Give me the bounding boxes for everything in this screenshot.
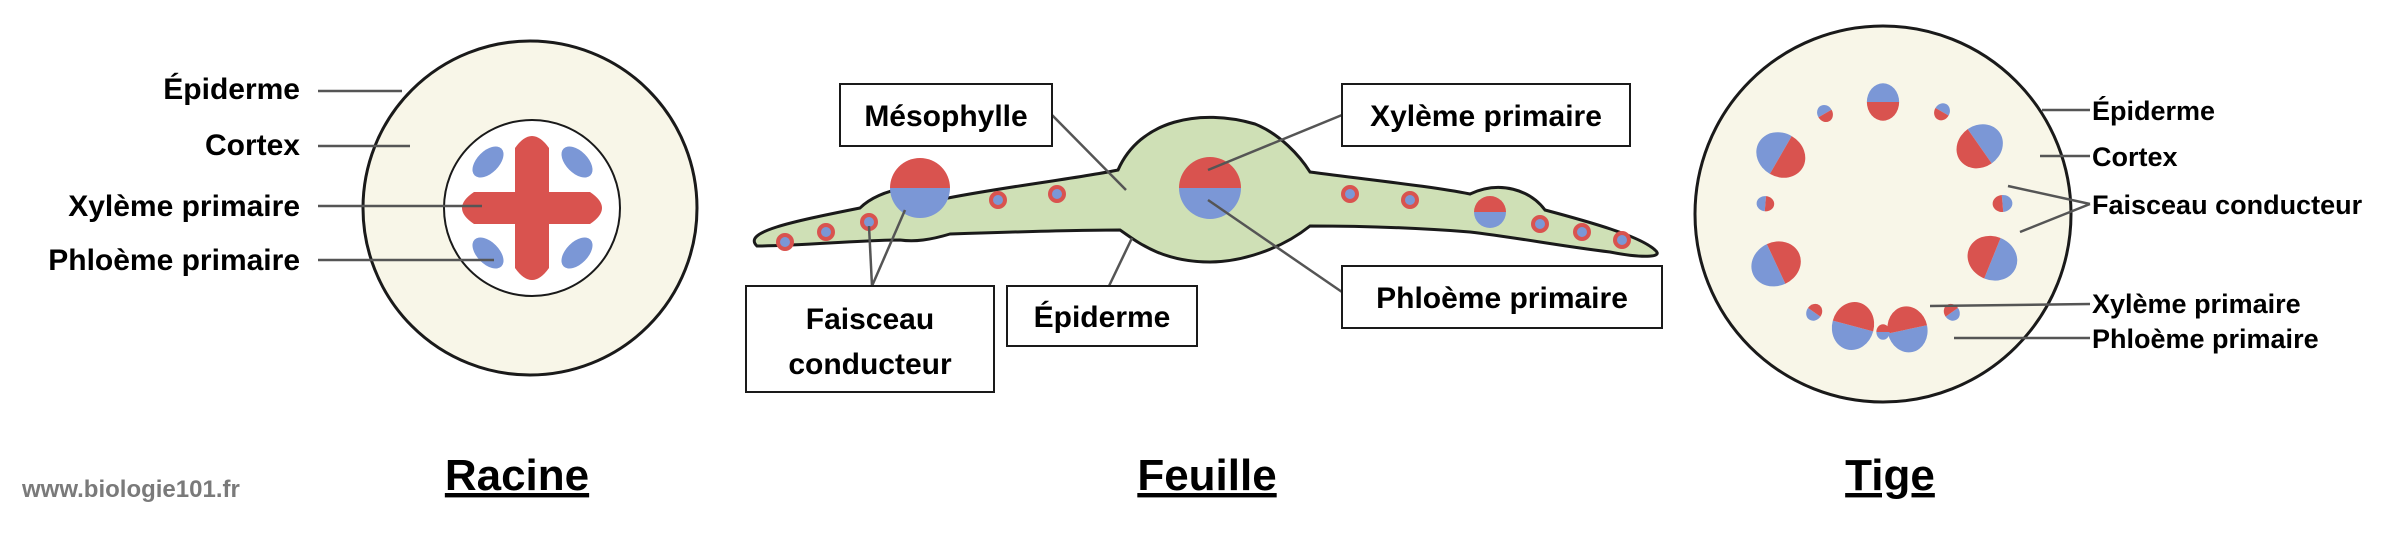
leaf-leader-mesophylle <box>1051 114 1127 191</box>
stem-bundle-xylem <box>1814 105 1836 125</box>
stem-bundle-phloem <box>1940 303 1964 324</box>
stem-bundle-xylem <box>1802 300 1826 322</box>
stem-bundle <box>1947 115 2012 178</box>
stem-label-cortex: Cortex <box>2092 142 2178 172</box>
stem-leader-xyleme <box>1929 302 2091 308</box>
stem-bundle <box>1814 102 1836 125</box>
leaf-small-bundle <box>776 233 794 251</box>
leaf-small-bundles <box>776 185 1631 251</box>
leaf-title: Feuille <box>1137 451 1276 500</box>
leaf-leader-epiderme <box>1107 237 1134 287</box>
stem-bundle-xylem <box>1960 228 2010 288</box>
root-label-xyleme: Xylème primaire <box>68 190 300 223</box>
stem-bundle-xylem <box>1876 324 1890 332</box>
stem-bundle-phloem <box>1743 233 1796 295</box>
leaf-box-phloeme <box>1341 265 1663 329</box>
leaf-small-bundle <box>817 223 835 241</box>
root-phloem-br <box>561 237 593 269</box>
leaf-box-xyleme <box>1341 83 1631 147</box>
stem-bundle-phloem <box>1975 228 2025 288</box>
root-label-cortex: Cortex <box>205 129 300 162</box>
stem-bundle <box>1747 123 1814 187</box>
stem-label-epiderme: Épiderme <box>2092 95 2215 126</box>
stem-bundle-phloem <box>1866 83 1900 102</box>
stem-bundle-phloem <box>1747 123 1804 187</box>
stem-bundle-phloem <box>1883 320 1932 357</box>
stem-title: Tige <box>1845 451 1935 500</box>
leaf-label-epiderme: Épiderme <box>1034 300 1171 334</box>
stem-label-phloeme: Phloème primaire <box>2092 324 2319 354</box>
leaf-bundle-main <box>1179 157 1241 219</box>
stem-bundle-phloem <box>1876 332 1890 340</box>
leaf-small-bundle <box>1341 185 1359 203</box>
stem-label-faisceau: Faisceau conducteur <box>2092 190 2363 220</box>
stem-leader-faisceau-2 <box>2019 202 2091 234</box>
leaf-label-faisceau-line2: conducteur <box>788 348 952 381</box>
root-label-phloeme: Phloème primaire <box>48 244 300 277</box>
stem-bundle-phloem <box>1954 115 2012 178</box>
stem-bundles <box>1743 83 2025 357</box>
leaf-leader-faisceau-1 <box>867 225 874 287</box>
stem-bundle-xylem <box>1866 102 1900 121</box>
leaf-label-faisceau-line1: Faisceau <box>806 303 934 336</box>
stem-bundle <box>1826 297 1880 355</box>
leaf-bundle-left <box>890 158 950 218</box>
stem-bundle-xylem <box>1757 123 1814 187</box>
leaf-box-faisceau <box>745 285 995 393</box>
stem-bundle-xylem <box>1947 115 2005 178</box>
watermark: www.biologie101.fr <box>21 476 240 503</box>
root-diagram: Épiderme Cortex Xylème primaire Phloème … <box>48 39 699 500</box>
stem-bundle <box>1876 324 1890 340</box>
stem-epidermis <box>1693 24 2073 404</box>
stem-bundle-xylem <box>1756 233 1809 295</box>
leaf-small-bundle <box>1048 185 1066 203</box>
stem-bundle-phloem <box>1814 102 1836 122</box>
stem-diagram: Épiderme Cortex Faisceau conducteur Xylè… <box>1693 24 2363 500</box>
root-label-epiderme: Épiderme <box>163 72 300 106</box>
stem-bundle-phloem <box>1802 303 1826 324</box>
leaf-small-bundle <box>1401 191 1419 209</box>
leaf-label-phloeme: Phloème primaire <box>1376 282 1628 315</box>
root-title: Racine <box>445 451 589 500</box>
stem-bundle <box>1802 300 1826 324</box>
leaf-leader-xyleme <box>1207 113 1343 172</box>
leaf-small-bundle <box>1531 215 1549 233</box>
leaf-box-mesophylle <box>839 83 1053 147</box>
stem-bundle <box>1960 228 2025 288</box>
leaf-small-bundle <box>989 191 1007 209</box>
leaf-label-xyleme: Xylème primaire <box>1370 100 1602 133</box>
stem-bundle <box>1883 302 1932 357</box>
stem-bundle <box>1866 83 1900 121</box>
leaf-small-bundle <box>1573 223 1591 241</box>
leaf-bundle-right <box>1474 196 1506 228</box>
stem-bundle <box>1931 100 1953 124</box>
leaf-diagram: Mésophylle Xylème primaire Phloème prima… <box>745 83 1663 500</box>
stem-label-xyleme: Xylème primaire <box>2092 289 2301 319</box>
stem-leader-faisceau-1 <box>2007 184 2091 206</box>
stem-bundle-phloem <box>1931 100 1953 120</box>
leaf-label-mesophylle: Mésophylle <box>864 100 1027 133</box>
leaf-small-bundle <box>1613 231 1631 249</box>
leaf-leader-faisceau-2 <box>870 209 907 287</box>
stem-bundle-xylem <box>1883 302 1932 339</box>
leaf-leader-phloeme <box>1207 198 1343 294</box>
leaf-box-epiderme <box>1006 285 1198 347</box>
stem-bundle <box>1743 233 1809 295</box>
stem-bundle-xylem <box>1931 103 1953 124</box>
root-phloem-tr <box>561 146 593 178</box>
root-phloem-tl <box>472 146 504 178</box>
root-xylem <box>462 136 602 280</box>
